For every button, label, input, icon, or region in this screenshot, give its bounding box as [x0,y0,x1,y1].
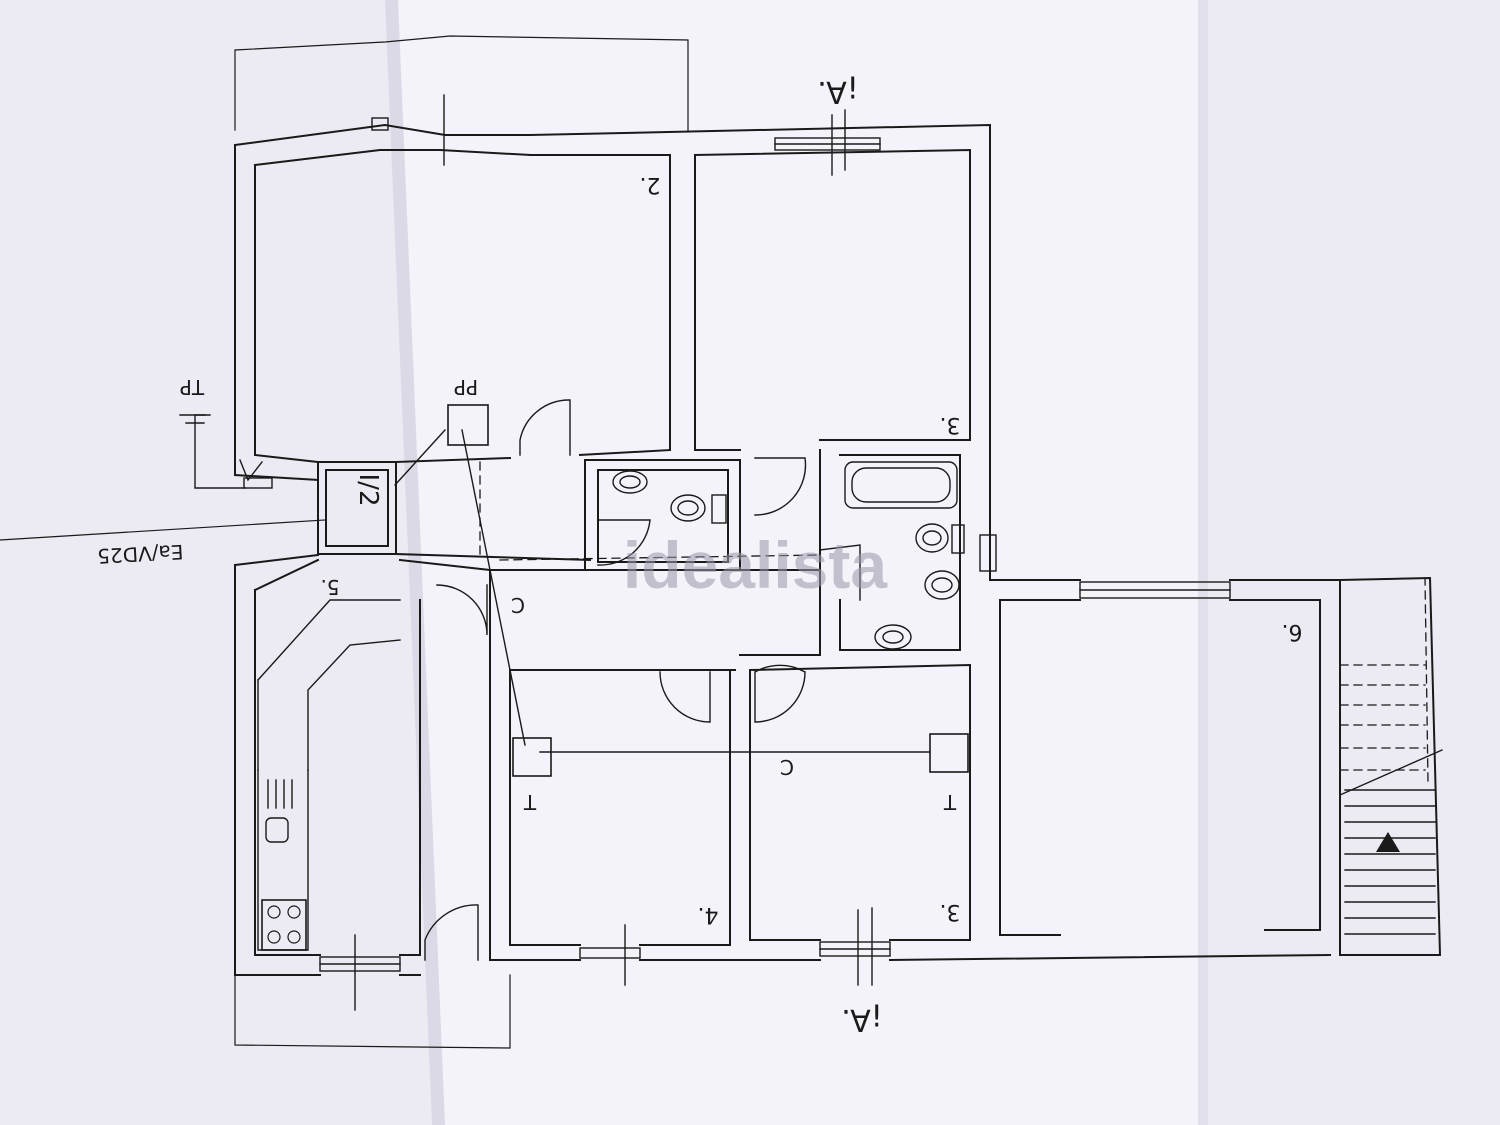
watermark: idealista [623,528,888,602]
stove [261,899,307,951]
supply-label: Ea/VD25 [97,540,184,568]
t-box-left [512,737,552,777]
room-label-3-top: 3. [940,412,961,437]
equipment-boxes [261,404,969,951]
site-outline [0,35,689,1049]
section-marks: ¡A. ¡A. [817,74,883,1037]
section-mark-top: ¡A. [817,74,859,109]
symbol-labels: TP PP I/2 Ea/VD25 C C T T [97,375,957,814]
stair-direction-arrow [1376,832,1400,852]
room-label-3-bottom: 3. [940,899,961,924]
doors [424,399,861,961]
exterior-walls [233,123,1442,976]
tp-label: TP [180,375,205,399]
i2-label: I/2 [353,474,383,507]
pp-box [447,404,489,446]
toilet-wc [670,494,706,522]
dashed-lines [479,461,1429,783]
bathtub [844,461,958,509]
paper-fold-right [1198,0,1208,1125]
stair-treads [1339,749,1443,935]
kitchen-sink [265,817,289,843]
sanitary-fixtures [239,459,997,843]
room-label-2: 2. [640,172,661,197]
t-label-left: T [523,790,537,814]
stove-burners [267,905,301,944]
washbasin-bath [874,624,912,650]
section-line [354,94,873,1011]
room-label-4: 4. [698,902,719,927]
c-label-hall: C [511,593,525,617]
bidet [915,523,949,553]
plan-linework [0,35,1443,1049]
t-box-right [929,733,969,773]
room-labels: 2. 3. 3. 4. 5. 6. [320,172,1302,927]
c-label-rooms: C [780,755,794,779]
pp-label: PP [454,375,478,399]
t-label-right: T [943,790,957,814]
room-label-6: 6. [1282,619,1303,644]
installation-lines [179,414,931,951]
windows [319,117,1231,972]
section-mark-bottom: ¡A. [841,1002,883,1037]
toilet-bath [924,570,960,600]
room-label-5: 5. [320,575,339,599]
washbasin-wc [612,470,648,494]
